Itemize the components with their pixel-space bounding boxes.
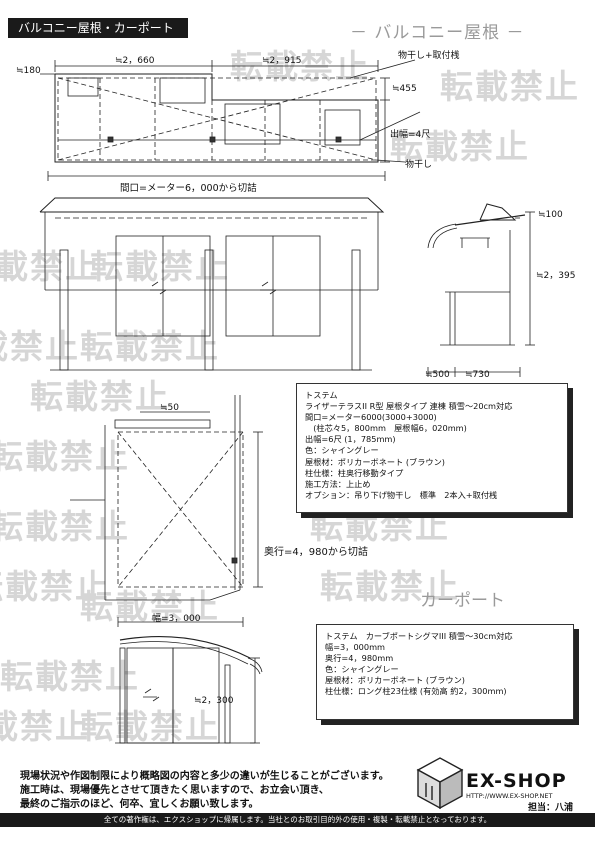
dim-carport-height: ≒2，300 [194,696,234,706]
watermark-text: 転載禁止 [320,567,460,606]
note-line: 施工時は、現場優先とさせて頂きたく思いますので、お立会い頂き、 [20,785,329,796]
dim-depth: 出幅=4尺 [390,130,431,140]
label-dryer-top: 物干し+取付桟 [398,51,460,61]
spec-line: トステム [305,390,338,400]
section-title-carport: カーポート [420,591,505,611]
watermark-text: 転載禁止 [0,247,100,286]
watermark-text: 転載禁止 [30,377,170,416]
watermark-text: 転載禁止 [80,707,220,746]
dim-carport-width: 幅=3，000 [152,614,201,624]
dim-carport-depth: 奥行=4，980から切詰 [264,547,368,558]
brand-name: EX-SHOP [466,770,567,792]
note-line: 最終のご指示のほど、何卒、宜しくお願い致します。 [20,799,259,810]
section-title-balcony: － バルコニー屋根 － [350,23,525,43]
spec-line: 出幅=6尺 (1，785mm) [305,434,396,445]
spec-line: 色：シャイングレー [305,445,379,456]
watermark-text: 転載禁止 [0,707,90,746]
brand-url[interactable]: HTTP://WWW.EX-SHOP.NET [466,792,553,800]
spec-line: 間口=メーター6000(3000+3000) [305,412,437,423]
balcony-side-elevation [427,203,535,377]
carport-spec-box: トステム カーブポートシグマIII 積雪～30cm対応 幅=3，000mm 奥行… [316,624,574,720]
dim-carport-gap: ≒50 [160,403,180,413]
dim-depth-top: ≒455 [392,84,417,94]
site-notes: 現場状況や作図制限により概略図の内容と多少の違いが生じることがございます。 施工… [20,770,389,812]
dim-side-base-b: ≒730 [465,370,490,380]
spec-line: オプション：吊り下げ物干し 標準 2本入+取付桟 [305,489,498,500]
balcony-plan-drawing [40,59,421,181]
page-title-box: バルコニー屋根・カーポート [8,18,188,38]
dim-frontage: 間口=メーター6，000から切詰 [120,183,257,194]
dim-side-gap: ≒100 [538,210,563,220]
spec-line: 柱仕様：ロング柱23仕様 (有効高 約2，300mm) [325,686,507,697]
spec-line: 奥行=4，980mm [325,653,394,664]
watermark-text: 転載禁止 [0,657,140,696]
watermark-text: 転載禁止 [80,587,220,626]
spec-line: 屋根材：ポリカーボネート (ブラウン) [305,456,445,467]
label-dryer-bottom: 物干し [405,160,433,170]
watermark-text: 転載禁止 [0,567,110,606]
carport-side-elevation [115,636,263,744]
watermark-text: 転載禁止 [0,437,130,476]
balcony-front-elevation [39,197,385,371]
spec-line: 施工方法：上止め [305,478,371,489]
balcony-spec-box: トステム ライザーテラスII R型 屋根タイプ 連棟 積雪～20cm対応 間口=… [296,383,568,513]
spec-line: ライザーテラスII R型 屋根タイプ 連棟 積雪～20cm対応 [305,401,513,412]
spec-line: トステム カーブポートシグマIII 積雪～30cm対応 [325,631,513,641]
staff-label: 担当：八浦 [528,803,574,813]
copyright-footer: 全ての著作権は、エクスショップに帰属します。当社とのお取引目的外の使用・複製・転… [0,813,595,827]
watermark-text: 転載禁止 [390,127,530,166]
spec-line: (柱芯々5，800mm 屋根幅6，020mm) [305,423,467,434]
spec-line: 色：シャイングレー [325,664,399,675]
spec-line: 幅=3，000mm [325,642,386,653]
watermark-text: 転載禁止 [0,507,130,546]
dim-span-a: ≒2，660 [115,56,155,66]
watermark-text: 転載禁止 [80,327,220,366]
dim-span-b: ≒2，915 [262,56,302,66]
dim-side-height: ≒2，395 [536,271,576,281]
spec-line: 屋根材：ポリカーボネート (ブラウン) [325,675,465,686]
watermark-text: 転載禁止 [0,327,80,366]
watermark-text: 転載禁止 [440,67,580,106]
note-line: 現場状況や作図制限により概略図の内容と多少の違いが生じることがございます。 [20,771,389,782]
watermark-text: 転載禁止 [310,507,450,546]
spec-line: 柱仕様：柱奥行移動タイプ [305,467,404,478]
exshop-logo-icon [416,757,464,810]
dim-left-offset: ≒180 [16,66,41,76]
dim-side-base-a: ≒500 [425,370,450,380]
carport-plan-drawing [70,395,263,627]
watermark-text: 転載禁止 [230,47,370,86]
